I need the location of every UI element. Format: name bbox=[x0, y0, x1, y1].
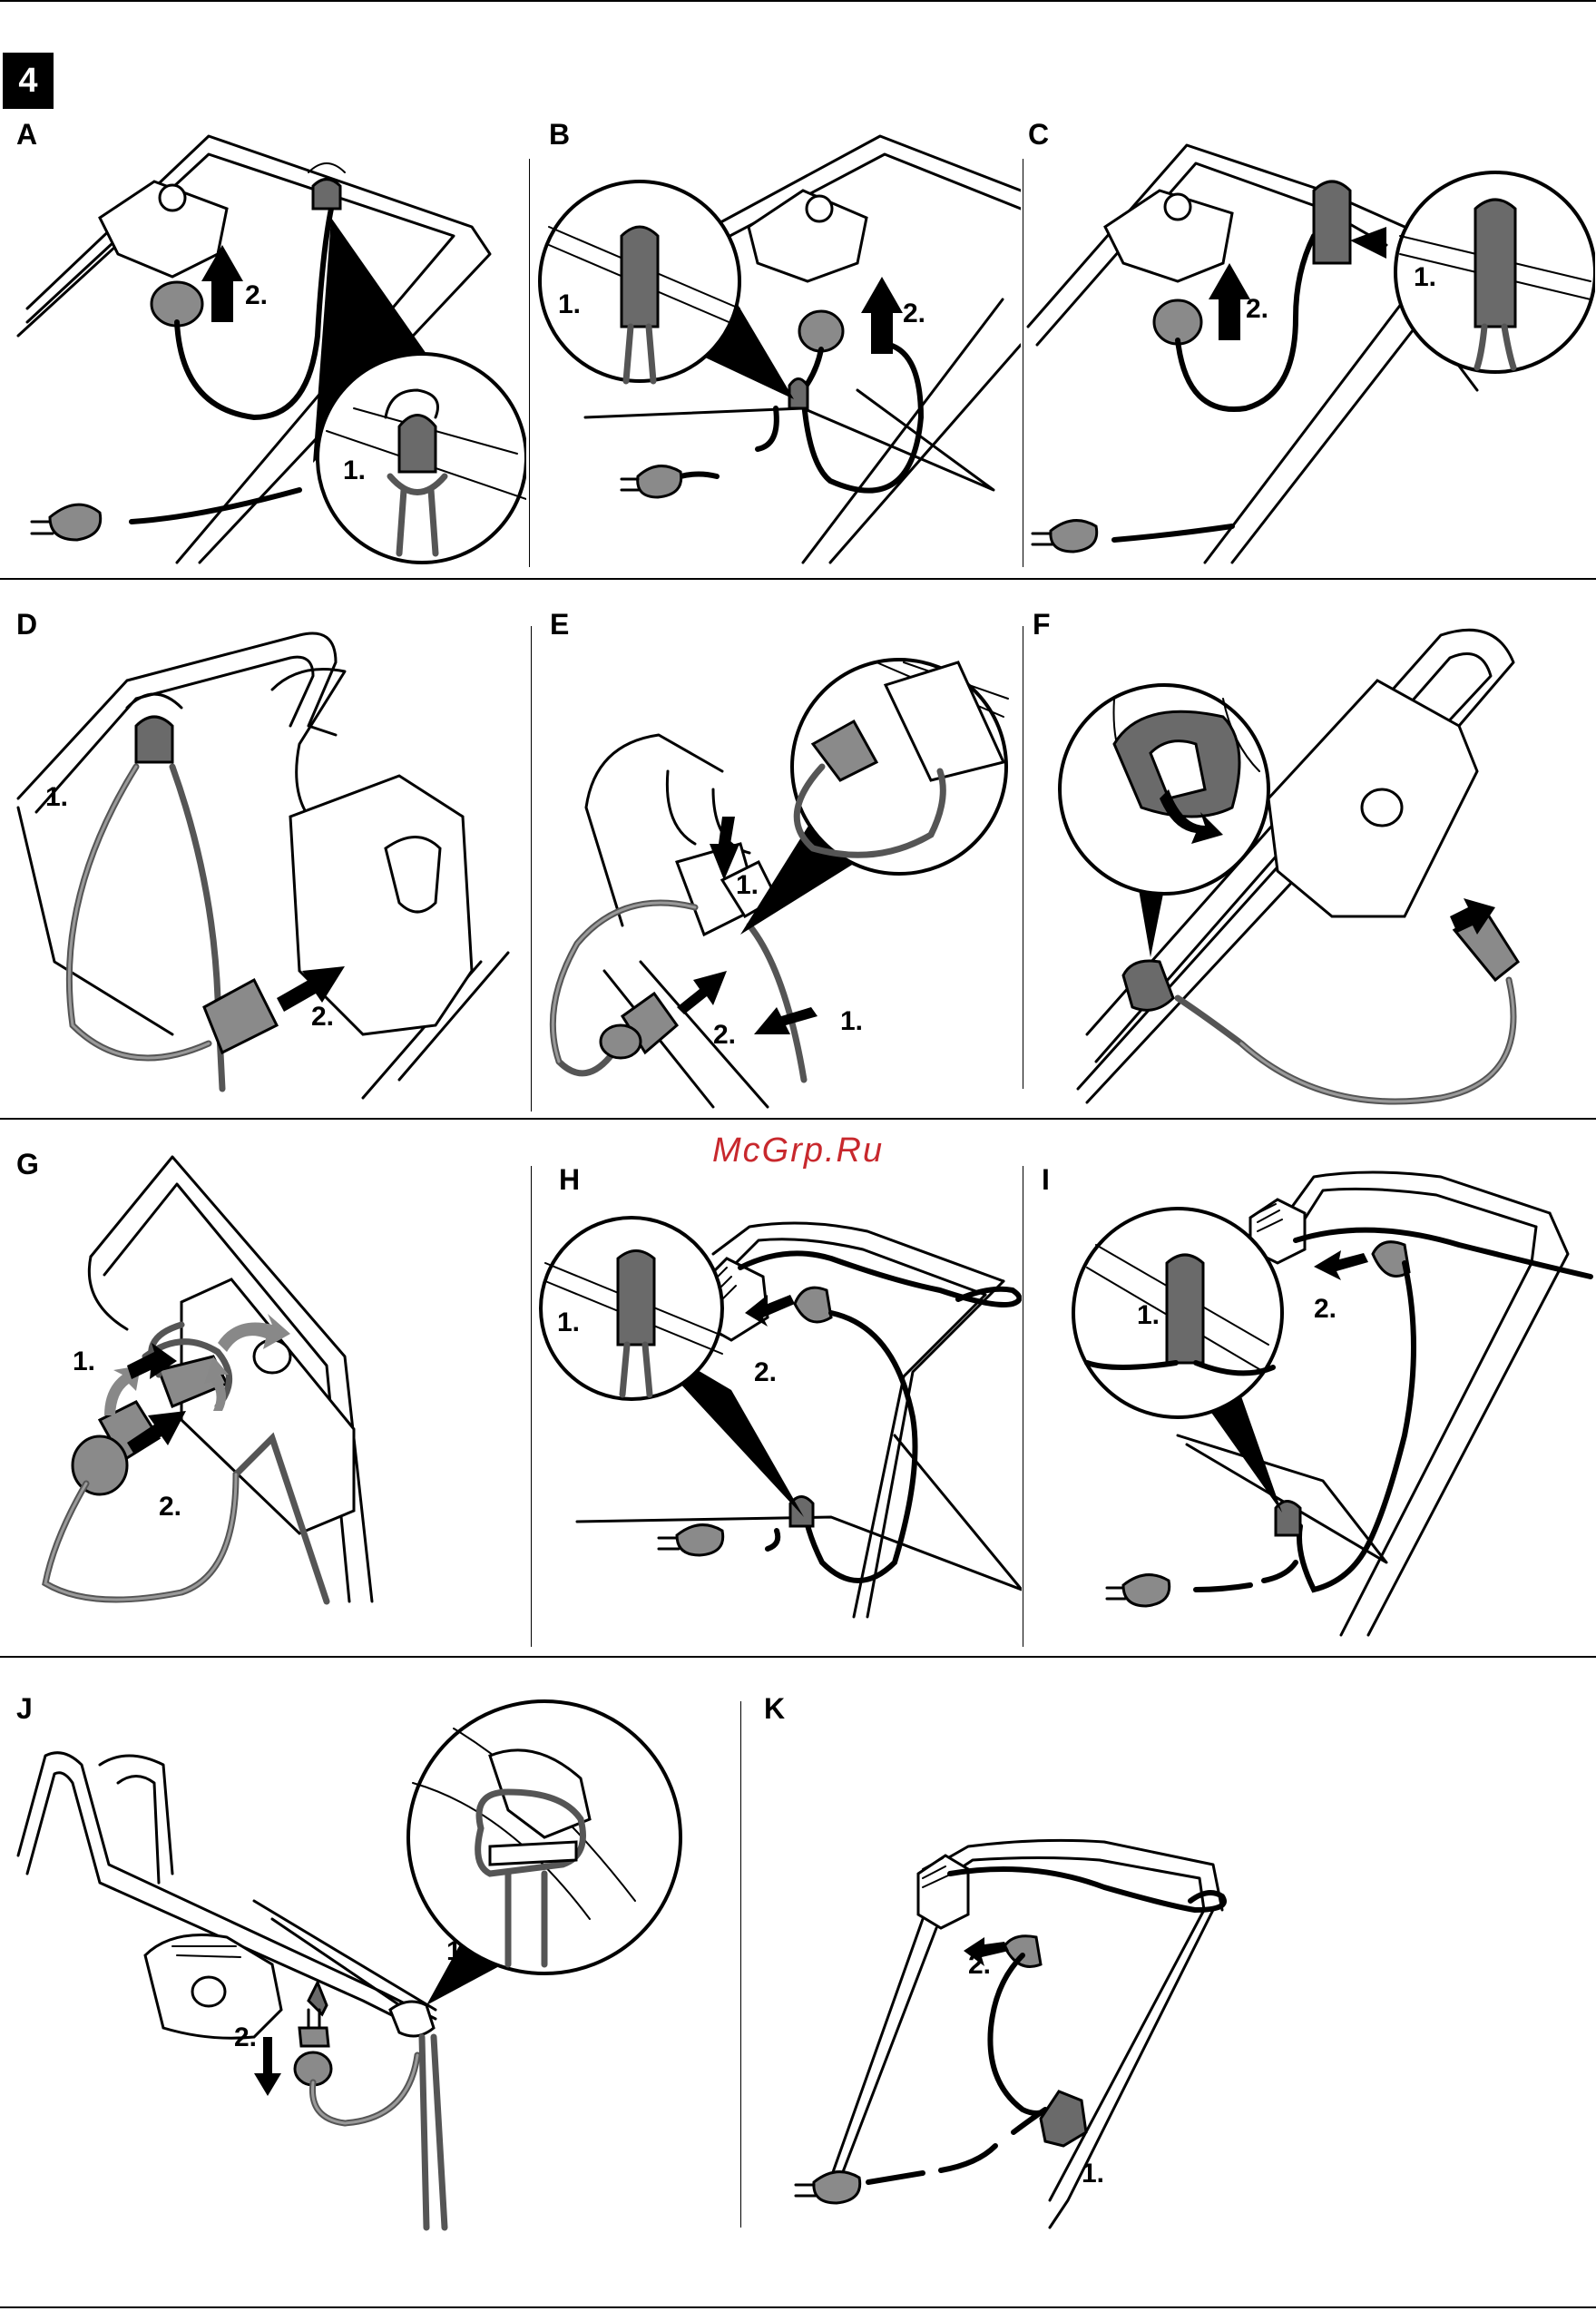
step-label-1: 1. bbox=[557, 1307, 580, 1337]
step-label-1: 1. bbox=[45, 782, 68, 812]
step-label-2: 2. bbox=[311, 1002, 334, 1032]
panel-c-illustration: 2. 1. bbox=[1023, 118, 1595, 572]
step-label-2: 2. bbox=[1314, 1294, 1337, 1324]
step-label-1a: 1. bbox=[736, 870, 759, 900]
step-label-1: 1. bbox=[73, 1346, 95, 1376]
panel-k: K 1. 2. bbox=[741, 1692, 1594, 2237]
top-rule bbox=[0, 0, 1596, 2]
panel-j: J 2. 1. bbox=[0, 1692, 737, 2237]
step-label-1: 1. bbox=[558, 289, 581, 319]
step-label-1: 1. bbox=[446, 1936, 469, 1966]
panel-a: A 2. 1. bbox=[0, 118, 526, 572]
panel-j-illustration: 2. 1. bbox=[0, 1692, 737, 2237]
row-divider-3 bbox=[0, 1656, 1596, 1658]
step-label-1: 1. bbox=[1082, 2159, 1104, 2189]
panel-e-illustration: 1. 1. 2. bbox=[532, 608, 1022, 1116]
panel-b-illustration: 2. 1. bbox=[531, 118, 1021, 572]
section-number-badge: 4 bbox=[3, 53, 54, 109]
panel-f-illustration bbox=[1023, 608, 1595, 1116]
panel-i: I 1. 2. bbox=[1023, 1163, 1595, 1644]
panel-g: G 1. 2. bbox=[0, 1148, 531, 1651]
step-label-2: 2. bbox=[245, 280, 268, 310]
panel-i-illustration: 1. 2. bbox=[1023, 1163, 1595, 1644]
panel-b: B 2. 1. bbox=[531, 118, 1021, 572]
col-divider-r1-1 bbox=[529, 159, 530, 567]
row-divider-2 bbox=[0, 1118, 1596, 1120]
panel-h: H 1. 2. bbox=[532, 1163, 1022, 1644]
panel-e: E 1. 1. 2. bbox=[532, 608, 1022, 1116]
step-label-2: 2. bbox=[903, 299, 925, 328]
panel-a-illustration: 2. 1. bbox=[0, 118, 526, 572]
panel-f: F bbox=[1023, 608, 1595, 1116]
step-label-2: 2. bbox=[754, 1357, 777, 1387]
step-label-2: 2. bbox=[713, 1020, 736, 1050]
step-label-2: 2. bbox=[234, 2022, 257, 2052]
panel-c: C 2. 1. bbox=[1023, 118, 1595, 572]
step-label-1: 1. bbox=[343, 455, 366, 485]
panel-h-illustration: 1. 2. bbox=[532, 1163, 1022, 1644]
step-label-1b: 1. bbox=[840, 1006, 863, 1036]
panel-k-illustration: 1. 2. bbox=[741, 1692, 1594, 2237]
panel-d: D 1. 2. bbox=[0, 608, 531, 1116]
panel-d-illustration: 1. 2. bbox=[0, 608, 531, 1116]
step-label-2: 2. bbox=[1246, 294, 1268, 324]
step-label-2: 2. bbox=[968, 1950, 991, 1980]
bottom-rule bbox=[0, 2306, 1596, 2308]
step-label-2: 2. bbox=[159, 1492, 181, 1522]
panel-g-illustration: 1. 2. bbox=[0, 1148, 531, 1651]
step-label-1: 1. bbox=[1137, 1300, 1160, 1330]
row-divider-1 bbox=[0, 578, 1596, 580]
step-label-1: 1. bbox=[1414, 262, 1436, 292]
